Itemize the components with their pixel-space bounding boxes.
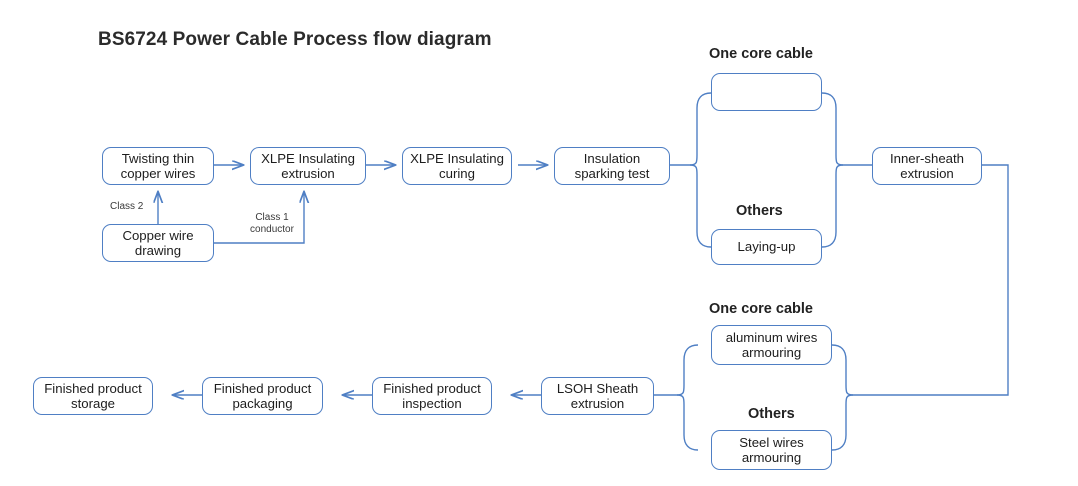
brace-bottom-left-lower (676, 394, 699, 451)
node-insulation-sparking-test[interactable]: Insulation sparking test (554, 147, 670, 185)
brace-bottom-right-upper (831, 344, 854, 396)
brace-bottom-left-upper (676, 344, 699, 396)
brace-top-right-lower (821, 164, 844, 248)
node-xlpe-insulating-extrusion[interactable]: XLPE Insulating extrusion (250, 147, 366, 185)
node-finished-product-packaging[interactable]: Finished product packaging (202, 377, 323, 415)
group-header-bottom-others: Others (748, 406, 795, 422)
group-header-top-one-core-cable: One core cable (709, 46, 813, 62)
edge-label-class-1-conductor: Class 1 conductor (250, 212, 294, 235)
node-laying-up[interactable]: Laying-up (711, 229, 822, 265)
node-twisting-thin-copper-wires[interactable]: Twisting thin copper wires (102, 147, 214, 185)
edge-label-class-2: Class 2 (110, 201, 144, 212)
node-xlpe-insulating-curing[interactable]: XLPE Insulating curing (402, 147, 512, 185)
brace-bottom-right-lower (831, 394, 854, 451)
edge-inner-sheath-to-armouring (898, 164, 1009, 396)
node-steel-wires-armouring[interactable]: Steel wires armouring (711, 430, 832, 470)
node-finished-product-storage[interactable]: Finished product storage (33, 377, 153, 415)
group-header-bottom-one-core-cable: One core cable (709, 301, 813, 317)
brace-top-left-upper (689, 92, 712, 166)
node-lsoh-sheath-extrusion[interactable]: LSOH Sheath extrusion (541, 377, 654, 415)
node-inner-sheath-extrusion[interactable]: Inner-sheath extrusion (872, 147, 982, 185)
group-header-top-others: Others (736, 203, 783, 219)
node-aluminum-wires-armouring[interactable]: aluminum wires armouring (711, 325, 832, 365)
page-title: BS6724 Power Cable Process flow diagram (98, 29, 492, 50)
node-copper-wire-drawing[interactable]: Copper wire drawing (102, 224, 214, 262)
brace-top-right-upper (821, 92, 844, 166)
brace-top-left-lower (689, 164, 712, 248)
node-one-core-cable-pass-through[interactable] (711, 73, 822, 111)
node-finished-product-inspection[interactable]: Finished product inspection (372, 377, 492, 415)
